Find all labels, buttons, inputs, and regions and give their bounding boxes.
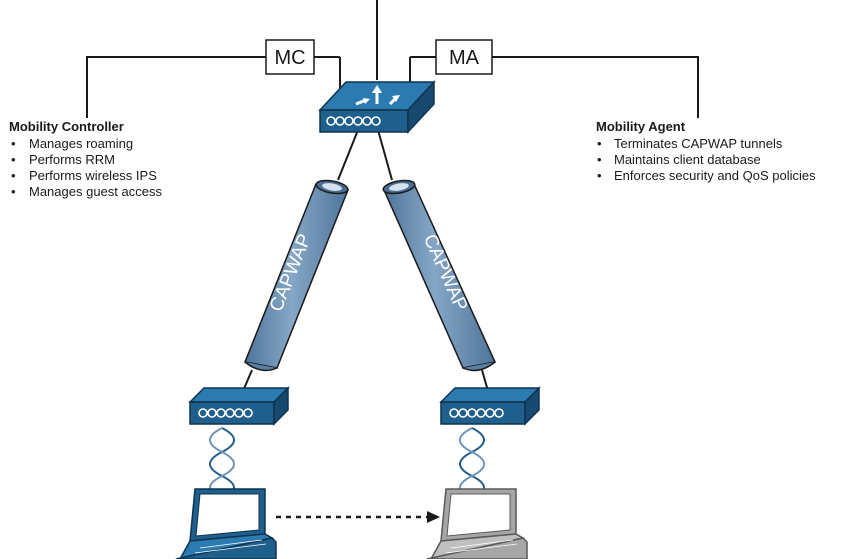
mc-bullet-item: Manages guest access — [29, 184, 162, 199]
roamed-laptop-icon — [426, 488, 528, 559]
mobility-agent-text: Mobility Agent • Terminates CAPWAP tunne… — [596, 119, 816, 183]
core-to-right-tunnel-line — [377, 129, 393, 181]
multilayer-switch-icon — [318, 80, 436, 134]
mc-bullet-item: Performs wireless IPS — [29, 168, 157, 183]
mc-box: MC — [265, 39, 315, 75]
left-wireless-link-icon — [209, 427, 235, 499]
roaming-arrow — [276, 511, 440, 523]
ma-bullet-marker: • — [597, 152, 602, 167]
ma-box-label: MA — [449, 47, 480, 69]
left-capwap-tunnel: CAPWAP — [243, 179, 350, 372]
ma-connector-line — [492, 56, 699, 118]
mobility-controller-text: Mobility Controller • Manages roaming • … — [9, 119, 162, 199]
mc-bullet-item: Manages roaming — [29, 136, 133, 151]
ma-bullet-item: Enforces security and QoS policies — [614, 168, 816, 183]
right-access-switch-icon — [439, 386, 541, 426]
mc-bullet-marker: • — [11, 136, 16, 151]
core-to-left-tunnel-line — [337, 129, 359, 181]
ma-bullet-item: Maintains client database — [614, 152, 761, 167]
right-capwap-tunnel: CAPWAP — [382, 179, 497, 372]
mc-box-label: MC — [274, 47, 305, 69]
mobility-controller-title: Mobility Controller — [9, 119, 124, 134]
laptop-icon — [175, 488, 277, 559]
mc-bullet-marker: • — [11, 184, 16, 199]
ma-bullet-marker: • — [597, 136, 602, 151]
mobility-agent-title: Mobility Agent — [596, 119, 686, 134]
mc-bullet-marker: • — [11, 168, 16, 183]
mc-bullet-marker: • — [11, 152, 16, 167]
right-wireless-link-icon — [459, 427, 485, 499]
ma-bullet-item: Terminates CAPWAP tunnels — [614, 136, 783, 151]
mc-connector-line — [86, 56, 266, 118]
mc-bullet-item: Performs RRM — [29, 152, 115, 167]
ma-box: MA — [435, 39, 493, 75]
ma-bullet-marker: • — [597, 168, 602, 183]
left-access-switch-icon — [188, 386, 290, 426]
